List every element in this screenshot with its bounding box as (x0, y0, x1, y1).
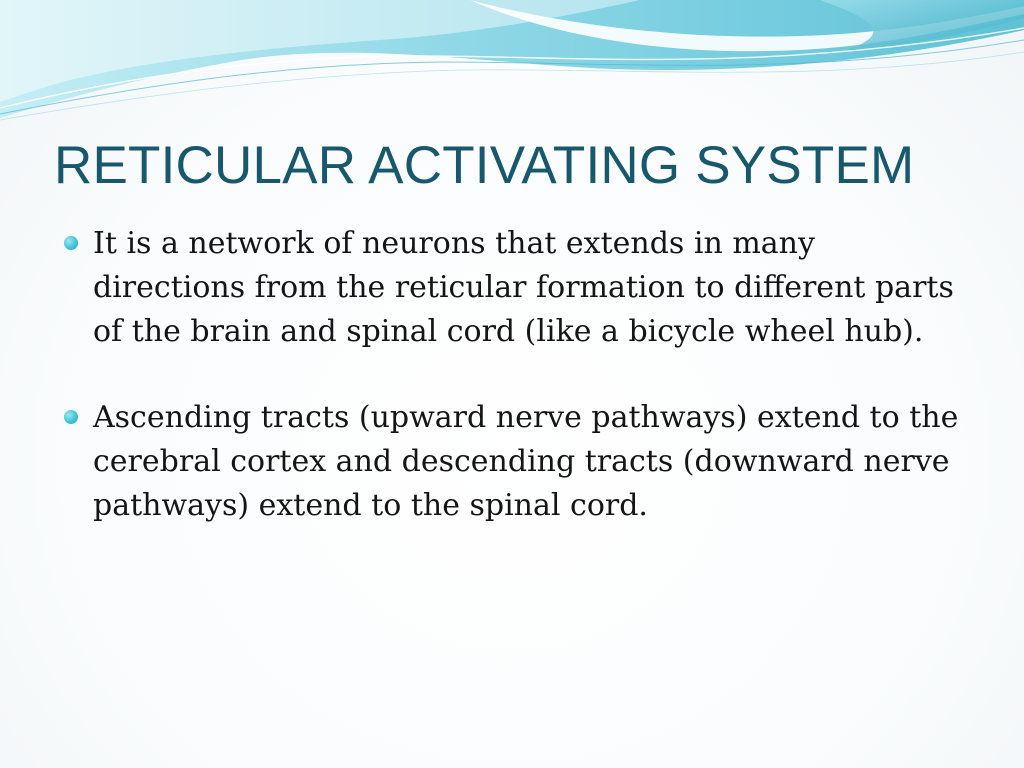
bullet-dot-icon (64, 410, 78, 424)
bullet-text: Ascending tracts (upward nerve pathways)… (93, 400, 959, 523)
bullet-item: It is a network of neurons that extends … (60, 222, 960, 354)
bullet-text: It is a network of neurons that extends … (93, 226, 954, 349)
bullet-dot-icon (64, 236, 78, 250)
bullet-item: Ascending tracts (upward nerve pathways)… (60, 396, 960, 528)
header-wave-decoration (0, 0, 1024, 121)
slide-title: RETICULAR ACTIVATING SYSTEM (54, 136, 915, 195)
bullet-list: It is a network of neurons that extends … (60, 222, 960, 528)
